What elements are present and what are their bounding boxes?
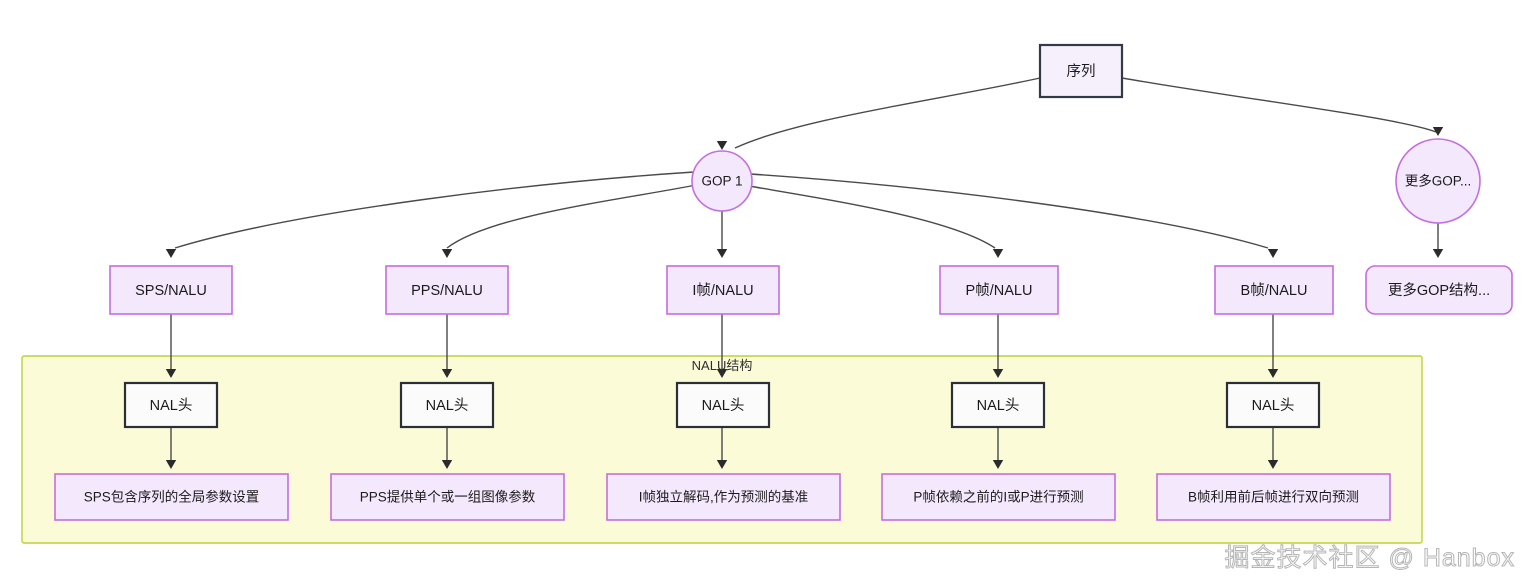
node-d3[interactable] (606, 473, 841, 521)
node-moregop[interactable] (1365, 265, 1513, 315)
arrowhead (1267, 369, 1279, 378)
node-label-gop1: GOP 1 (701, 174, 742, 189)
node-nalh4[interactable] (950, 381, 1046, 429)
node-label-pps: PPS/NALU (411, 283, 483, 299)
arrowhead (165, 249, 177, 258)
arrowhead (716, 249, 728, 258)
arrowhead (1267, 249, 1279, 258)
edge-seq-to-gop1 (734, 77, 1041, 149)
node-label-sps: SPS/NALU (135, 283, 207, 299)
arrowhead (992, 460, 1004, 469)
node-label-d2: PPS提供单个或一组图像参数 (360, 489, 536, 505)
node-label-pframe: P帧/NALU (966, 282, 1033, 299)
node-nalh1[interactable] (123, 381, 219, 429)
node-label-bframe: B帧/NALU (1241, 282, 1308, 299)
node-label-d1: SPS包含序列的全局参数设置 (84, 489, 260, 505)
node-pps[interactable] (385, 265, 509, 315)
node-d2[interactable] (330, 473, 565, 521)
node-pframe[interactable] (939, 265, 1059, 315)
edge-gop1-to-pframe (748, 185, 996, 249)
node-label-nalh4: NAL头 (977, 397, 1020, 414)
node-label-seq: 序列 (1067, 63, 1096, 80)
arrowhead (165, 460, 177, 469)
node-bframe[interactable] (1214, 265, 1334, 315)
node-label-iframe: I帧/NALU (692, 282, 753, 299)
node-iframe[interactable] (666, 265, 780, 315)
node-layer: 序列 GOP 1 更多GOP... SPS/NALU PPS/NALU I帧/NALU P帧… (54, 43, 1513, 521)
node-gopmore[interactable] (1395, 138, 1481, 224)
arrowhead (992, 249, 1004, 258)
arrowhead (165, 369, 177, 378)
node-seq[interactable] (1038, 43, 1124, 99)
edge-seq-to-gopmore (1121, 77, 1437, 133)
node-nalh5[interactable] (1225, 381, 1321, 429)
arrowhead (716, 460, 728, 469)
node-label-nalh3: NAL头 (702, 397, 745, 414)
node-d1[interactable] (54, 473, 289, 521)
edge-gop1-to-sps (174, 171, 695, 249)
arrowhead (441, 249, 453, 258)
watermark-text: 掘金技术社区 @ Hanbox (1224, 544, 1515, 573)
arrowhead (441, 369, 453, 378)
edge-gop1-to-pps (446, 184, 697, 249)
node-sps[interactable] (109, 265, 233, 315)
node-label-gopmore: 更多GOP... (1405, 173, 1472, 189)
node-label-d4: P帧依赖之前的I或P进行预测 (913, 489, 1083, 505)
node-nalh3[interactable] (675, 381, 771, 429)
arrowhead (992, 369, 1004, 378)
node-label-d3: I帧独立解码,作为预测的基准 (639, 489, 809, 505)
node-gop1[interactable] (691, 150, 753, 212)
node-nalh2[interactable] (399, 381, 495, 429)
edge-layer (165, 77, 1444, 469)
node-label-nalh5: NAL头 (1252, 397, 1295, 414)
node-label-nalh2: NAL头 (426, 397, 469, 414)
node-d5[interactable] (1156, 473, 1391, 521)
node-label-d5: B帧利用前后帧进行双向预测 (1188, 489, 1359, 505)
arrowhead (1267, 460, 1279, 469)
arrowhead (1432, 127, 1444, 136)
arrowhead (441, 460, 453, 469)
arrowhead (1432, 249, 1444, 258)
arrowhead (716, 141, 728, 150)
node-d4[interactable] (881, 473, 1116, 521)
edge-gop1-to-bframe (749, 173, 1269, 249)
node-label-nalh1: NAL头 (150, 397, 193, 414)
node-label-moregop: 更多GOP结构... (1388, 282, 1490, 299)
arrowhead (716, 369, 728, 378)
